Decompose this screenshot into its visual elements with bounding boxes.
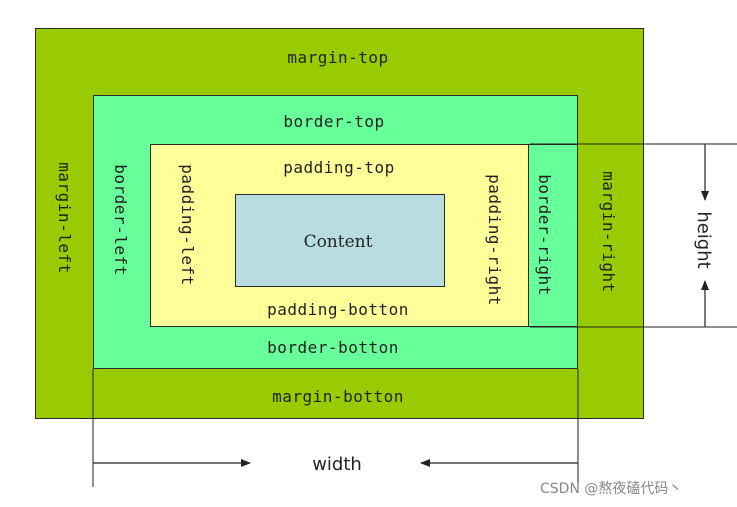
- border-bottom-label: border-botton: [267, 338, 399, 357]
- margin-top-label: margin-top: [287, 48, 389, 67]
- content-area: [235, 194, 445, 287]
- watermark: CSDN @熬夜磕代码丶: [540, 481, 683, 497]
- padding-top-label: padding-top: [283, 158, 395, 177]
- height-label: height: [693, 211, 714, 269]
- content-label: Content: [303, 232, 373, 252]
- padding-bottom-label: padding-botton: [267, 300, 409, 319]
- border-right-area: [528, 144, 578, 327]
- border-top-label: border-top: [283, 112, 385, 131]
- width-label: width: [312, 454, 362, 475]
- margin-bottom-label: margin-botton: [272, 387, 404, 406]
